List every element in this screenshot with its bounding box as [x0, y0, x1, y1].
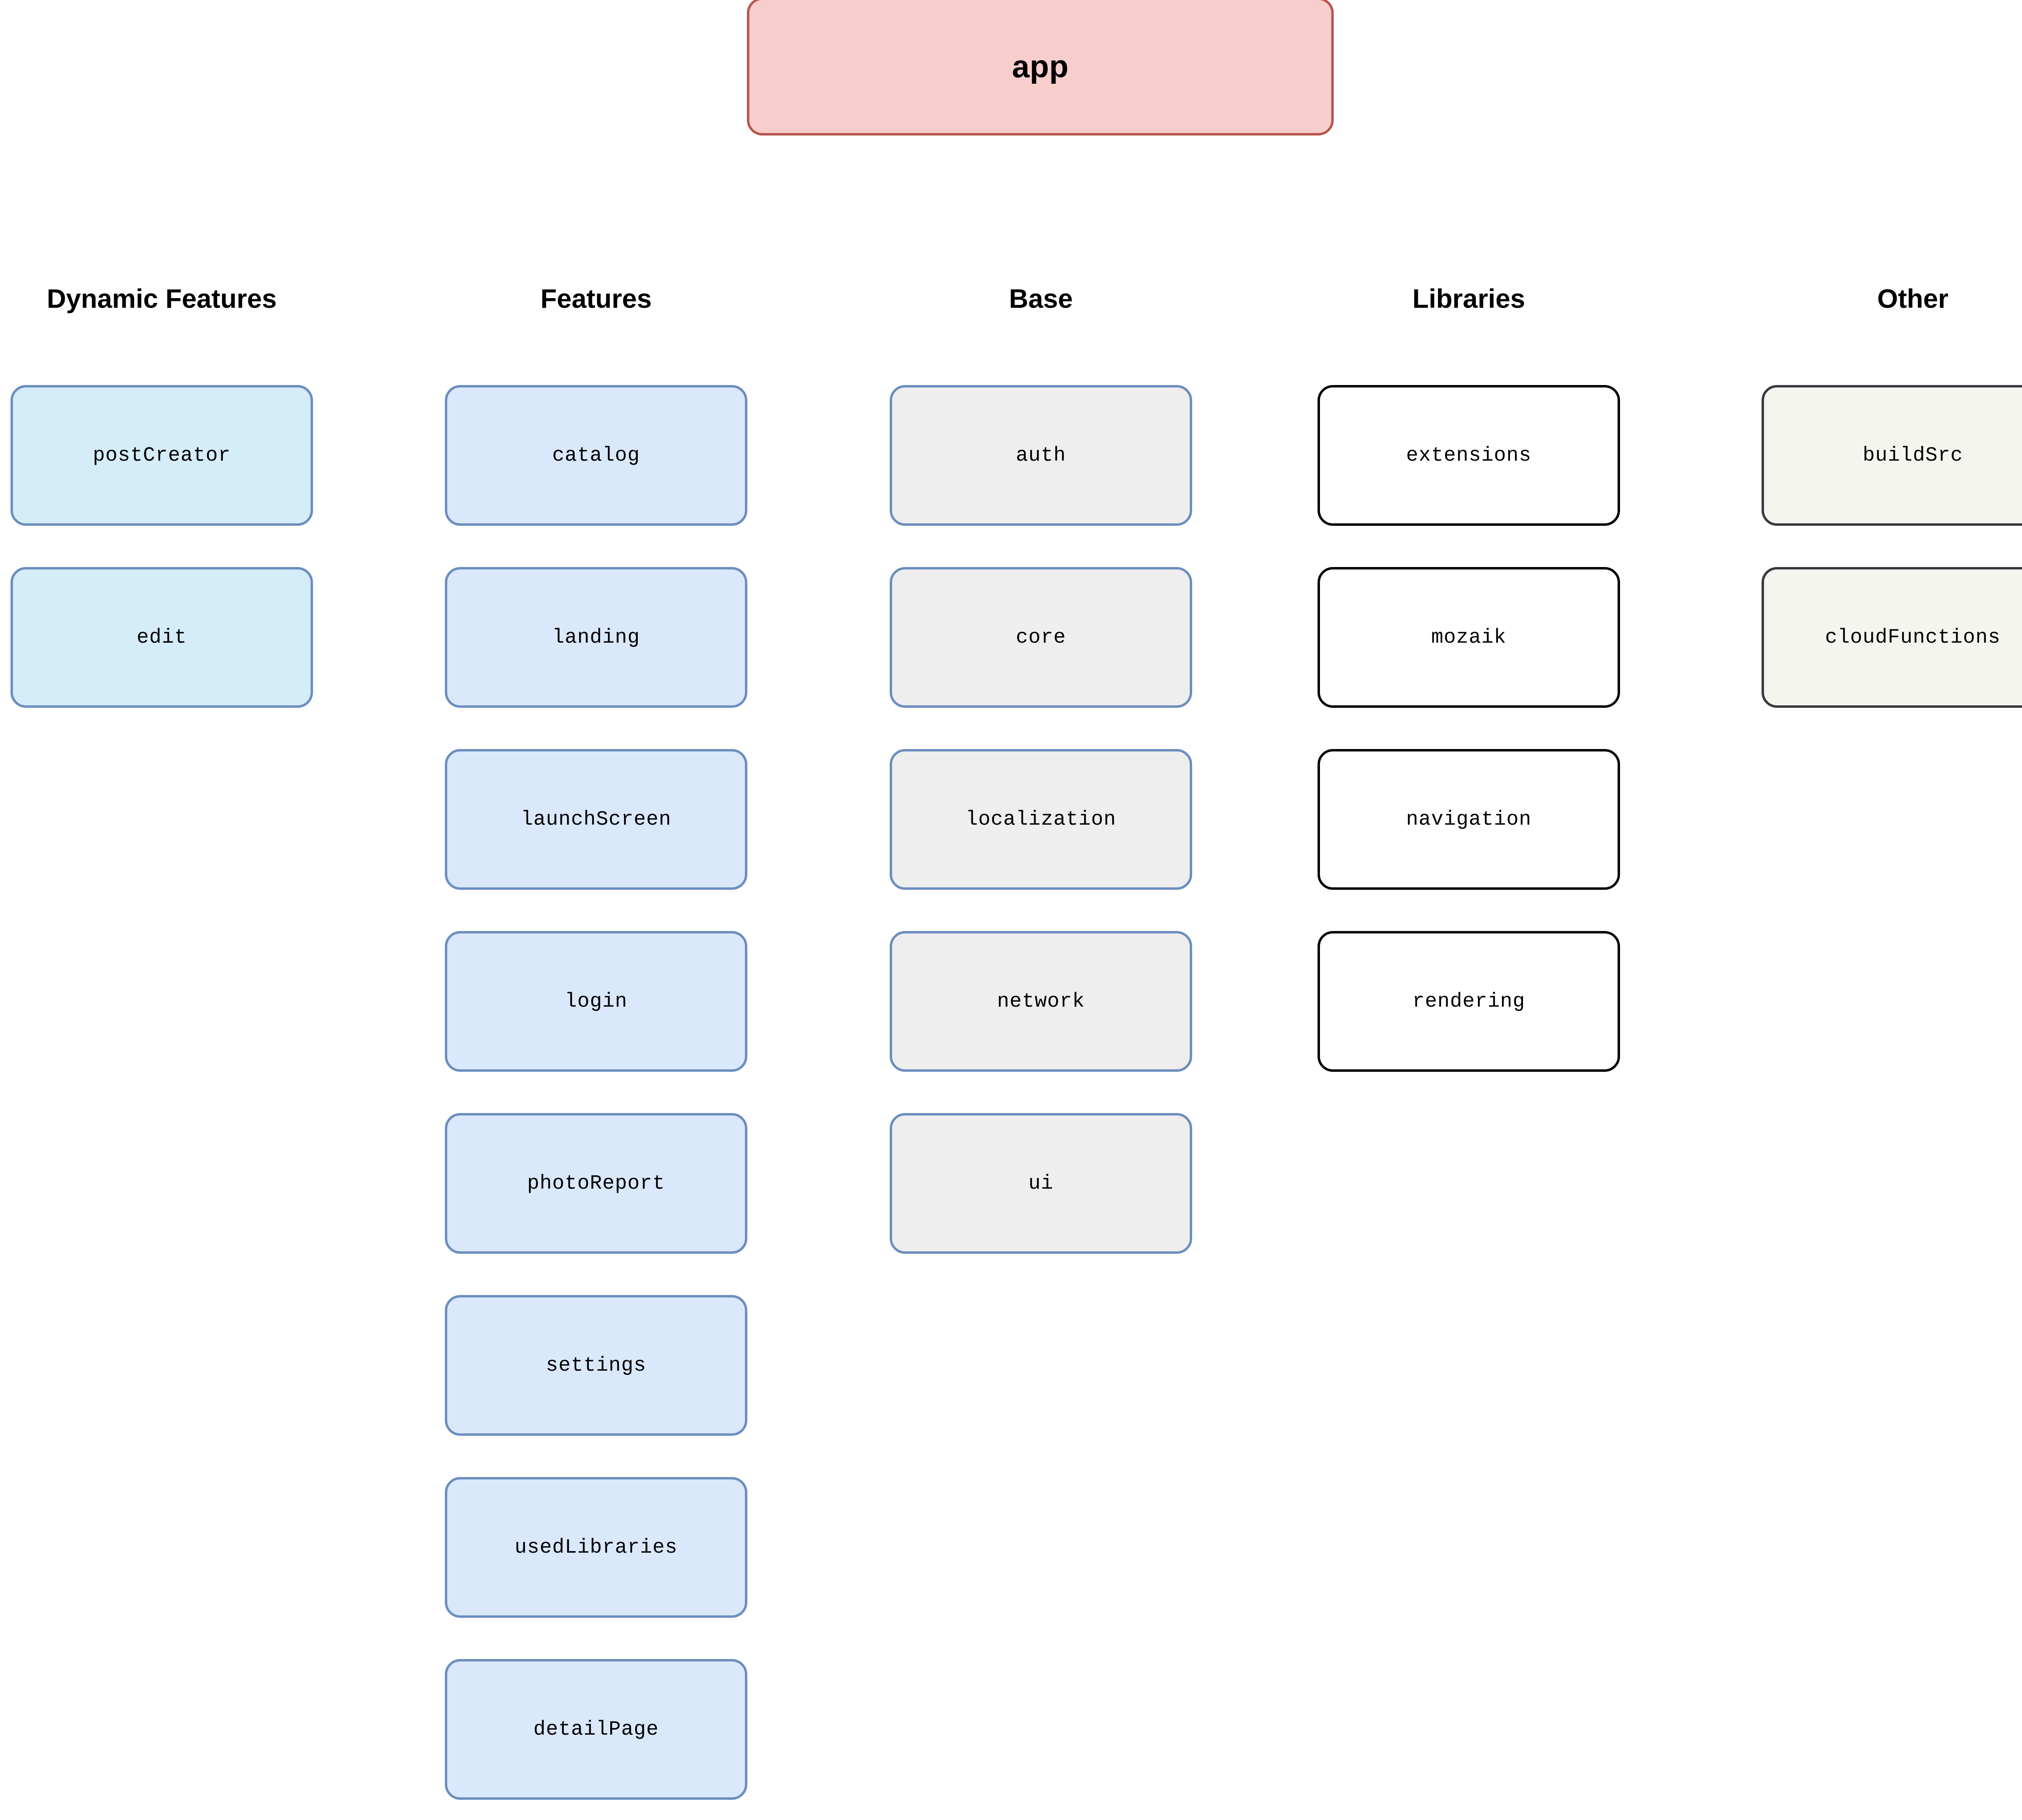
node-photoReport[interactable]: photoReport [445, 1113, 747, 1254]
node-label: localization [965, 808, 1117, 831]
node-label: navigation [1406, 808, 1532, 831]
node-app-label: app [1012, 49, 1069, 84]
column-dynamic-features: Dynamic Features postCreator edit [11, 0, 313, 1820]
node-label: launchScreen [520, 808, 672, 831]
node-network[interactable]: network [890, 931, 1192, 1072]
node-settings[interactable]: settings [445, 1295, 747, 1436]
column-libraries: Libraries extensions mozaik navigation rende… [1318, 0, 1620, 1820]
node-cloudFunctions[interactable]: cloudFunctions [1762, 567, 2022, 708]
node-label: mozaik [1431, 626, 1507, 649]
node-label: cloudFunctions [1825, 626, 2001, 649]
node-app[interactable]: app [747, 0, 1334, 135]
node-label: login [565, 990, 628, 1013]
node-login[interactable]: login [445, 931, 747, 1072]
node-navigation[interactable]: navigation [1318, 749, 1620, 890]
node-label: photoReport [527, 1172, 665, 1195]
column-header-base: Base [1009, 284, 1073, 313]
node-ui[interactable]: ui [890, 1113, 1192, 1254]
node-mozaik[interactable]: mozaik [1318, 567, 1620, 708]
node-postCreator[interactable]: postCreator [11, 385, 313, 526]
node-landing[interactable]: landing [445, 567, 747, 708]
column-other: Other buildSrc cloudFunctions [1762, 0, 2022, 1820]
node-label: postCreator [93, 444, 231, 467]
node-usedLibraries[interactable]: usedLibraries [445, 1477, 747, 1618]
node-auth[interactable]: auth [890, 385, 1192, 526]
node-catalog[interactable]: catalog [445, 385, 747, 526]
node-buildSrc[interactable]: buildSrc [1762, 385, 2022, 526]
node-label: rendering [1412, 990, 1525, 1013]
node-label: extensions [1406, 444, 1532, 467]
node-detailPage[interactable]: detailPage [445, 1659, 747, 1800]
column-header-other: Other [1877, 284, 1949, 313]
node-label: ui [1028, 1172, 1053, 1195]
column-header-libraries: Libraries [1412, 284, 1525, 313]
node-label: edit [136, 626, 187, 649]
column-header-features: Features [540, 284, 652, 313]
column-features: Features catalog landing launchScreen login p… [445, 0, 747, 1820]
node-edit[interactable]: edit [11, 567, 313, 708]
node-rendering[interactable]: rendering [1318, 931, 1620, 1072]
node-label: core [1015, 626, 1066, 649]
node-label: usedLibraries [514, 1536, 678, 1559]
node-label: network [997, 990, 1085, 1013]
node-core[interactable]: core [890, 567, 1192, 708]
node-label: catalog [552, 444, 640, 467]
column-header-dynamic-features: Dynamic Features [47, 284, 277, 313]
node-extensions[interactable]: extensions [1318, 385, 1620, 526]
column-base: Base auth core localization network ui [890, 0, 1192, 1820]
node-label: detailPage [533, 1718, 659, 1741]
node-label: settings [546, 1354, 647, 1377]
node-label: buildSrc [1862, 444, 1963, 467]
node-label: auth [1015, 444, 1066, 467]
node-localization[interactable]: localization [890, 749, 1192, 890]
node-label: landing [552, 626, 640, 649]
node-launchScreen[interactable]: launchScreen [445, 749, 747, 890]
